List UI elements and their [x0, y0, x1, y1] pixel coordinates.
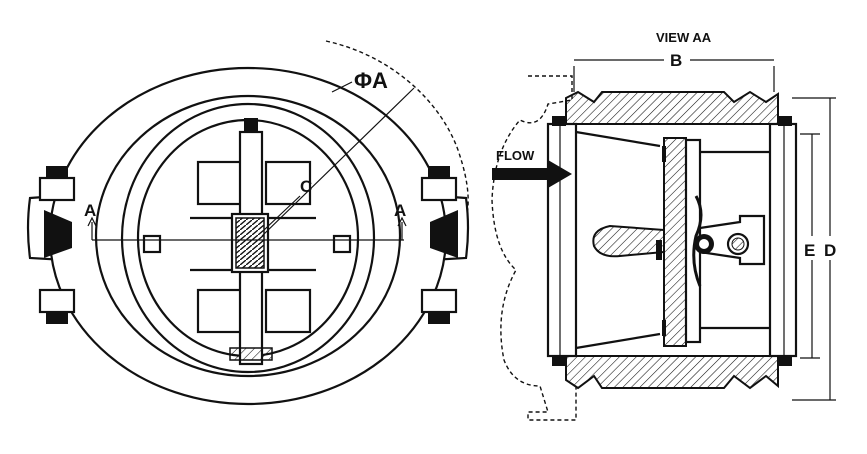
hinge-pin-left-hole	[699, 239, 709, 249]
bolt-bottom-left	[38, 288, 76, 324]
label-e: E	[804, 241, 815, 260]
hinge-pin	[229, 118, 273, 366]
inlet-ring	[546, 122, 578, 358]
right-gasket	[430, 210, 458, 258]
taper-bottom	[575, 332, 661, 350]
label-a-left: A	[84, 201, 96, 220]
housing-inner-edge	[94, 94, 402, 378]
taper-top	[575, 130, 661, 148]
hinge-pin-right-core	[731, 237, 745, 251]
hinge-tongue	[592, 224, 665, 258]
section-arrow-right	[397, 216, 407, 240]
body-bottom	[565, 355, 779, 390]
bolt-top-left	[38, 166, 76, 202]
bolt-top-right	[420, 166, 458, 202]
phi-a-leader	[331, 81, 353, 93]
diameter-line	[261, 87, 415, 237]
outlet-ring	[768, 122, 798, 358]
label-a-right: A	[394, 201, 406, 220]
seat	[663, 137, 687, 347]
label-view-aa: VIEW AA	[656, 30, 712, 45]
adjoining-outline	[491, 75, 577, 421]
front-view	[26, 40, 470, 406]
body-top	[565, 90, 779, 125]
bolt-bottom-right	[420, 288, 458, 324]
c-leader	[263, 195, 301, 231]
flow-arrow	[492, 160, 572, 188]
left-gasket	[44, 210, 72, 258]
section-arrow-left	[87, 216, 97, 240]
label-phi-a: ΦA	[354, 68, 388, 93]
label-b: B	[670, 51, 682, 70]
label-c: C	[300, 177, 312, 196]
spring-leaf	[692, 195, 703, 287]
label-flow: FLOW	[496, 148, 535, 163]
section-view	[491, 59, 836, 421]
gaskets	[552, 116, 792, 366]
label-d: D	[824, 241, 836, 260]
